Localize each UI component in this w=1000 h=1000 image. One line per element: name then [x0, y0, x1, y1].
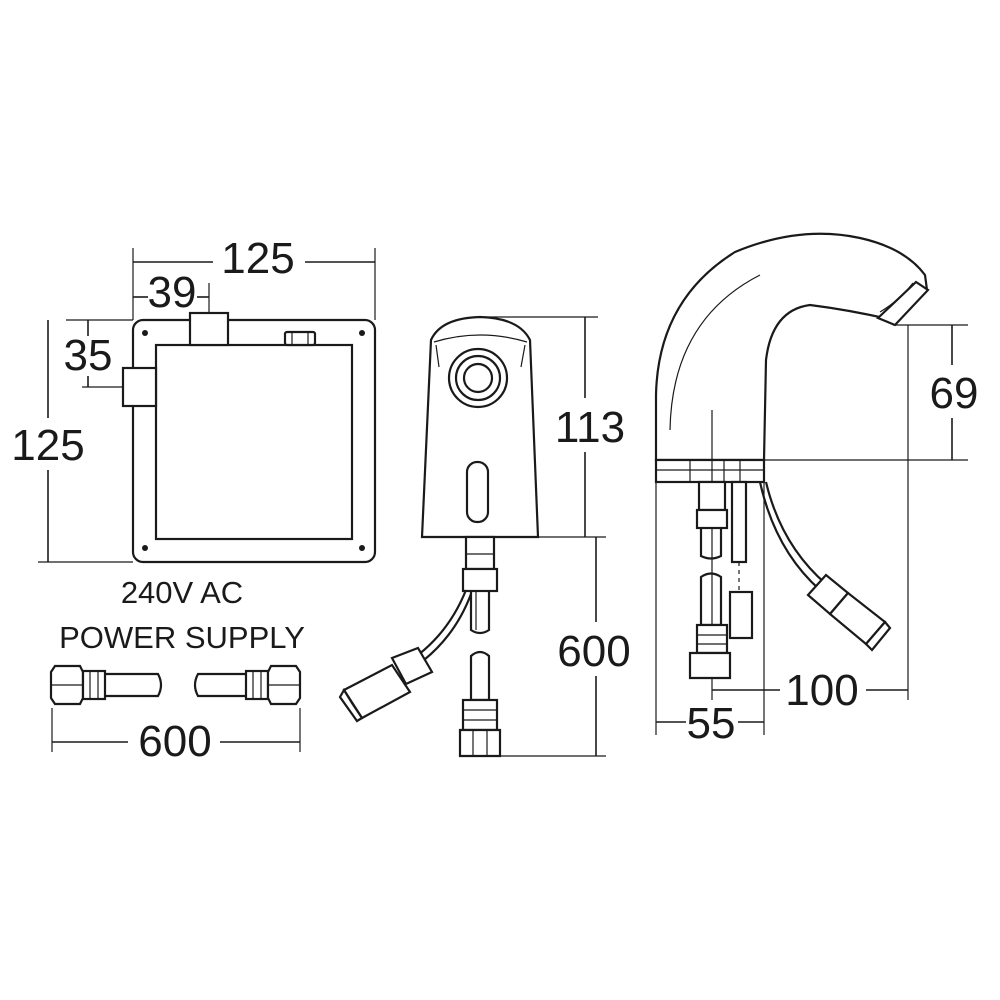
hose-ferrule-left — [81, 669, 107, 701]
control-box-body — [154, 343, 354, 541]
side-supply-pipe — [697, 480, 727, 512]
flex-hose-view: 600 — [49, 664, 302, 766]
base-depth-label: 55 — [687, 699, 736, 748]
power-supply-line2: POWER SUPPLY — [59, 620, 305, 655]
sensor-eye-inner — [462, 362, 494, 394]
front-plug-collar — [390, 646, 434, 686]
control-box-view: 125 39 35 125 — [11, 234, 377, 564]
sensor-window — [465, 460, 490, 524]
spout-reach-label: 100 — [785, 666, 858, 715]
power-terminal — [283, 330, 317, 347]
outlet-connector — [121, 366, 158, 408]
side-pipe-nut — [688, 651, 732, 680]
tap-height-label: 113 — [555, 403, 625, 452]
tap-front-view: 113 600 — [338, 315, 631, 758]
side-sensor-plug — [728, 590, 754, 640]
tap-side-view: 69 100 55 — [654, 232, 979, 748]
front-pipe-joint — [461, 567, 499, 593]
spout-height-label: 69 — [930, 369, 979, 418]
front-supply-pipe — [464, 535, 496, 571]
box-outlet-offset-label: 35 — [64, 331, 113, 380]
box-height-label: 125 — [11, 421, 84, 470]
side-pipe-ferrule — [695, 623, 729, 655]
tap-hose-length-label: 600 — [557, 627, 630, 676]
hose-ferrule-right — [244, 669, 270, 701]
side-sensor-lead — [730, 480, 748, 564]
side-pipe-joint — [695, 508, 729, 530]
hose-length-label: 600 — [138, 717, 211, 766]
mounting-hole — [142, 545, 148, 551]
front-pipe-ferrule — [461, 698, 499, 732]
mounting-hole — [359, 545, 365, 551]
inlet-connector — [188, 311, 230, 347]
box-inlet-offset-label: 39 — [148, 268, 197, 317]
side-base-plate — [654, 458, 766, 484]
box-width-label: 125 — [221, 234, 294, 283]
mounting-hole — [359, 330, 365, 336]
front-pipe-nut — [458, 728, 502, 758]
mounting-hole — [142, 330, 148, 336]
tap-side-body — [654, 232, 929, 462]
power-supply-line1: 240V AC — [121, 575, 243, 610]
